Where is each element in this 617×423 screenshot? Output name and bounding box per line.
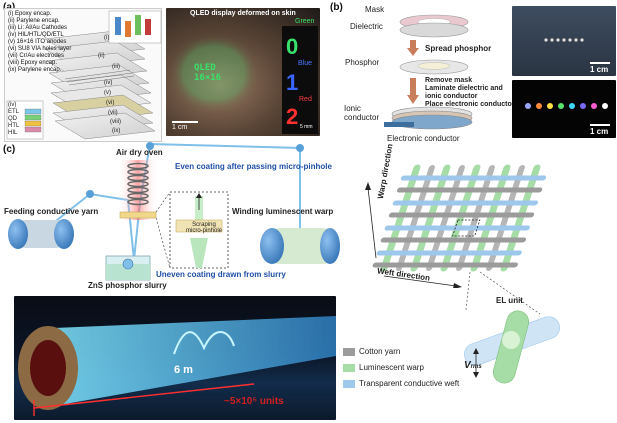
arrow-down-icon — [407, 40, 419, 56]
inset-layer: ETL — [8, 109, 20, 115]
layer-item: (iv) HIL/HTL/QD/ETL — [8, 32, 64, 38]
slurry-label: ZnS phosphor slurry — [88, 281, 167, 290]
scale-label-bottom: 1 cm — [590, 127, 609, 136]
step-spread-phosphor: Spread phosphor — [425, 44, 492, 53]
layer-item: (vi) SU8 VIA holes layer — [8, 46, 72, 52]
scraping-label: Scraping micro-pinhole — [186, 222, 223, 234]
el-unit-label: EL unit — [496, 296, 523, 305]
inset-layer: QD — [8, 116, 17, 122]
step-list: Remove mask Laminate dielectric and ioni… — [425, 77, 515, 108]
even-coating-label: Even coating after passing micro-pinhole — [175, 162, 332, 171]
legend-swatch-conductive — [343, 380, 355, 388]
inset-layer: HIL — [8, 130, 18, 136]
fabric-roll-drawing — [18, 316, 336, 416]
layer-item: (v) 16×16 ITO anodes — [8, 39, 67, 45]
scale-label-top: 1 cm — [590, 65, 609, 74]
woven-fabric-drawing — [365, 164, 547, 288]
inset-layer: HTL — [8, 123, 20, 129]
dot-array-on — [525, 103, 608, 109]
arrow-down-icon — [407, 78, 419, 104]
layer-mark: (i) — [104, 35, 110, 41]
scale-bar — [590, 124, 610, 126]
winding-label: Winding luminescent warp — [232, 207, 334, 216]
digit-blue: 1 — [286, 70, 299, 95]
layer-mark: (ii) — [98, 53, 105, 59]
luminescent-fabric-photo: 6 m ~5×10⁵ units — [14, 296, 336, 420]
layer-item: (i) Epoxy encap. — [8, 11, 52, 17]
length-label: 6 m — [174, 364, 193, 376]
small-scale-label: 5 mm — [300, 124, 313, 130]
mask-label: Mask — [365, 5, 385, 14]
photo-scale-bar — [172, 121, 198, 123]
oven-label: Air dry oven — [116, 148, 163, 157]
inset-layer-list: (iv) ETL QD HTL HIL — [8, 102, 19, 137]
device-photo-off: 1 cm — [512, 6, 616, 76]
legend-label: Cotton yarn — [359, 347, 401, 356]
dielectric-label: Dielectric — [350, 22, 383, 31]
layer-mark: (iv) — [104, 80, 113, 86]
color-label-blue: Blue — [298, 60, 313, 67]
phosphor-label: Phosphor — [345, 58, 380, 67]
layer-mark: (viii) — [110, 119, 121, 125]
mask-dielectric-drawing — [399, 14, 469, 38]
qled-photo-title: QLED display deformed on skin — [190, 10, 296, 17]
color-label-green: Green — [295, 18, 315, 25]
photo-scale-label: 1 cm — [172, 124, 188, 131]
legend-label: Transparent conductive weft — [359, 379, 460, 388]
layer-mark: (iii) — [112, 64, 120, 70]
legend-swatch-cotton — [343, 348, 355, 356]
layer-item: (ix) Parylene encap. — [8, 67, 62, 73]
inset-layer: (iv) — [8, 102, 17, 108]
layer-item: (vii) Cr/Au electrodes — [8, 53, 65, 59]
layer-mark: (v) — [104, 90, 111, 96]
layer-list: (i) Epoxy encap. (ii) Parylene encap. (i… — [8, 11, 71, 74]
uneven-coating-label: Uneven coating drawn from slurry — [156, 270, 286, 279]
legend-swatch-luminescent — [343, 364, 355, 372]
panel-a-label: (a) — [3, 2, 15, 13]
display-glow — [184, 48, 244, 98]
dot-array-off — [544, 38, 584, 42]
layer-mark: (vii) — [108, 110, 118, 116]
layer-mark: (ix) — [112, 128, 121, 134]
ionic-label: Ionic conductor — [344, 104, 380, 122]
panel-c-label: (c) — [3, 144, 16, 155]
layer-item: (iii) Li: Al/Au Cathodes — [8, 25, 68, 31]
legend-label: Luminescent warp — [359, 363, 424, 372]
color-label-red: Red — [299, 96, 312, 103]
layer-item: (viii) Epoxy encap. — [8, 60, 58, 66]
digit-red: 2 — [286, 104, 299, 129]
legend: Cotton yarn Luminescent warp Transparent… — [343, 346, 463, 406]
scale-bar — [590, 62, 610, 64]
units-label: ~5×10⁵ units — [224, 396, 284, 407]
feeding-label: Feeding conductive yarn — [4, 207, 99, 216]
display-text: QLED 16×16 — [194, 63, 222, 83]
vrms-label: Vrms — [464, 360, 482, 371]
digit-green: 0 — [286, 34, 299, 59]
layer-item: (ii) Parylene encap. — [8, 18, 60, 24]
digit-insets: 0 1 2 5 mm — [282, 26, 318, 134]
device-photo-on: 1 cm — [512, 80, 616, 138]
stack-drawing — [384, 106, 473, 130]
panel-b-label: (b) — [330, 2, 343, 13]
el-unit-drawing — [464, 271, 560, 384]
electronic-conductor-label: Electronic conductor — [387, 134, 460, 143]
layer-schematic — [4, 8, 162, 142]
phosphor-drawing — [399, 59, 469, 75]
layer-stack-drawing — [6, 10, 162, 140]
coating-process-drawing — [8, 142, 340, 281]
layer-mark: (vi) — [106, 100, 115, 106]
